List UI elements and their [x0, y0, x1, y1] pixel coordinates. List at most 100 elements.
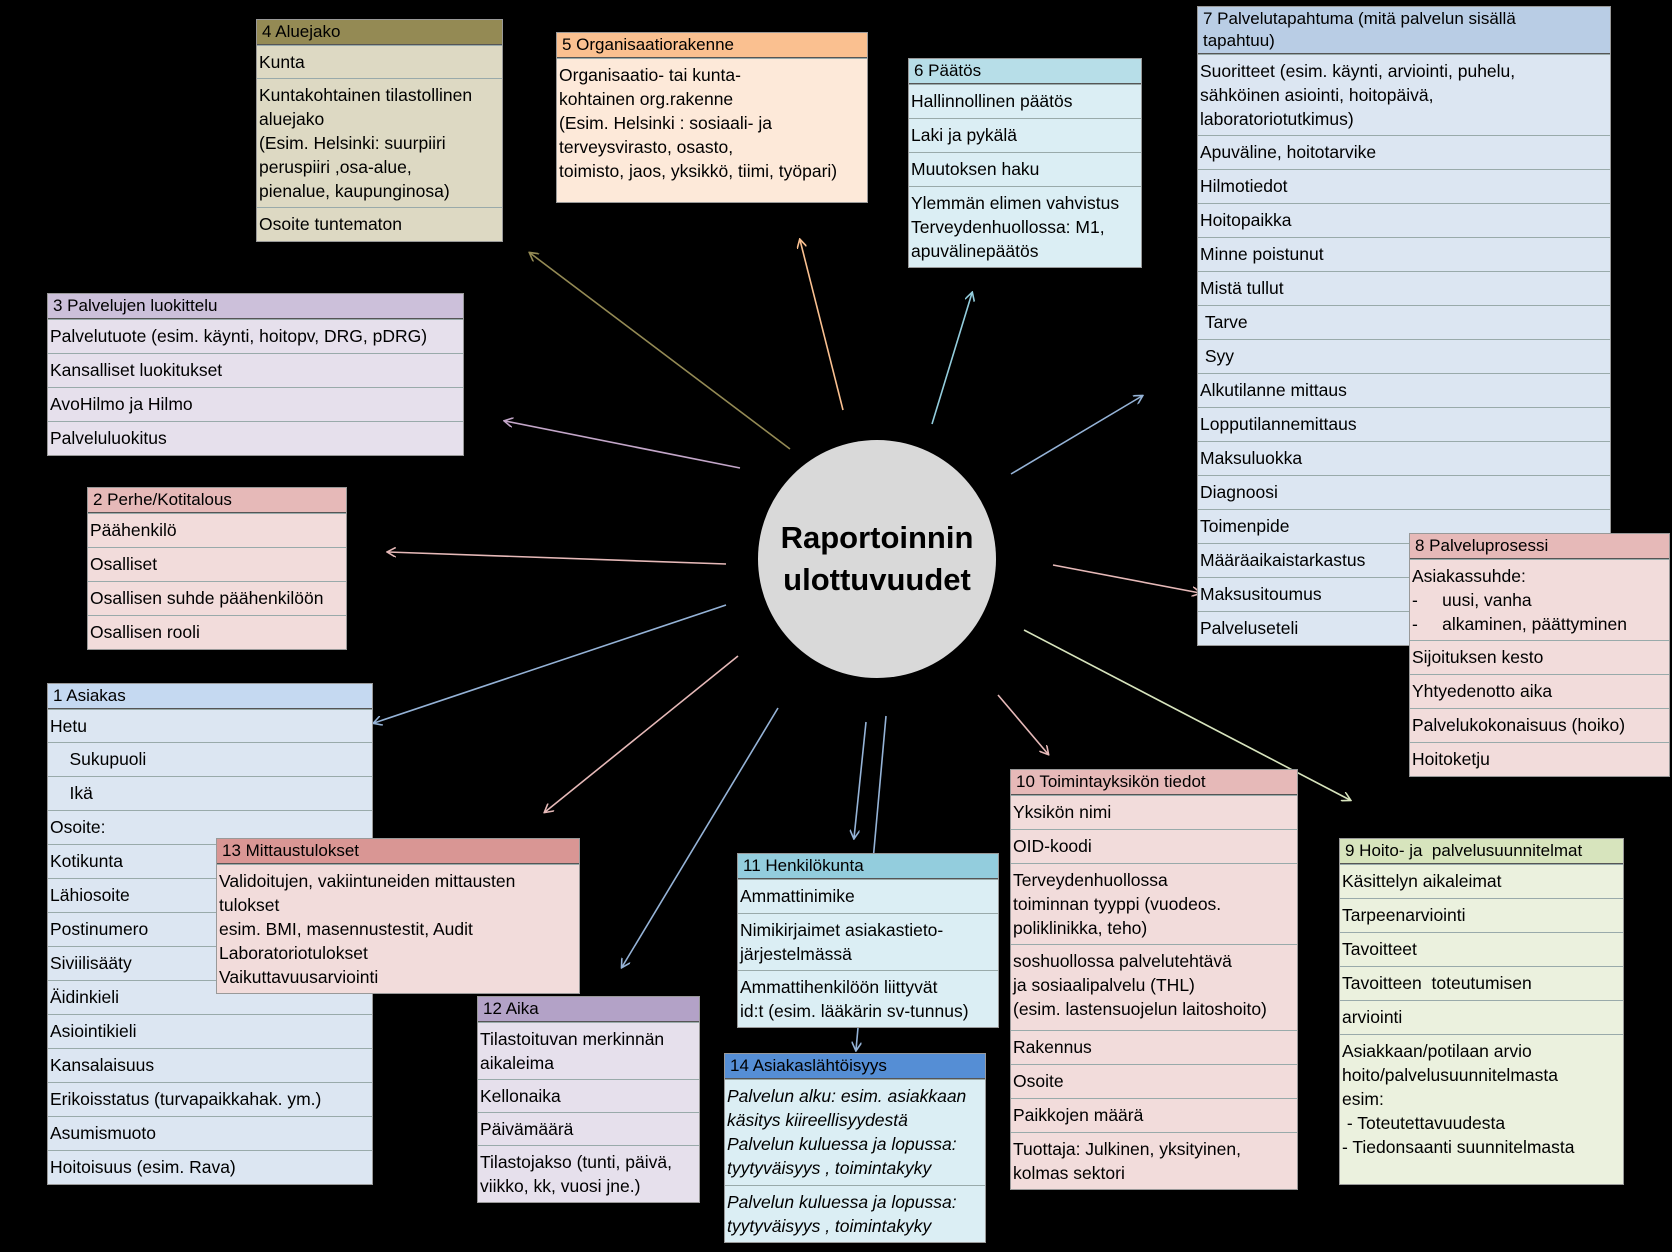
box-row: Asiakkaan/potilaan arvio hoito/palvelusu…: [1340, 1034, 1623, 1184]
box-row: Tavoitteen toteutumisen: [1340, 966, 1623, 1000]
box-row: Siviilisääty: [48, 946, 372, 980]
box-row: Lopputilannemittaus: [1198, 407, 1610, 441]
box-row: Suoritteet (esim. käynti, arviointi, puh…: [1198, 54, 1610, 135]
connector-arrow: [505, 421, 741, 469]
box-title: 2 Perhe/Kotitalous: [88, 488, 346, 513]
box-row: Hilmotiedot: [1198, 169, 1610, 203]
box-row: Kuntakohtainen tilastollinen aluejako (E…: [257, 78, 502, 207]
connector-arrow: [545, 655, 739, 812]
box-row: Kotikunta: [48, 844, 372, 878]
connector-arrow: [1052, 564, 1200, 593]
box-row: Palveluluokitus: [48, 421, 463, 455]
box-title: 10 Toimintayksikön tiedot: [1011, 770, 1297, 795]
box-row: Sukupuoli: [48, 742, 372, 776]
center-circle: Raportoinnin ulottuvuudet: [758, 440, 996, 678]
box-row: Hoitopaikka: [1198, 203, 1610, 237]
box-row: Osallisen suhde päähenkilöön: [88, 581, 346, 615]
box-row: Palvelukokonaisuus (hoiko): [1410, 708, 1669, 742]
connector-arrow: [388, 552, 727, 565]
box-row: Kellonaika: [478, 1079, 699, 1112]
box-row: Erikoisstatus (turvapaikkahak. ym.): [48, 1082, 372, 1116]
connector-arrow: [800, 240, 844, 411]
box-row: Tilastojakso (tunti, päivä, viikko, kk, …: [478, 1145, 699, 1202]
box-row: Syy: [1198, 339, 1610, 373]
box-title: 8 Palveluprosessi: [1410, 534, 1669, 559]
box-row: Hallinnollinen päätös: [909, 84, 1141, 118]
connector-arrow: [931, 293, 972, 425]
box-row: Äidinkieli: [48, 980, 372, 1014]
box-title: 9 Hoito- ja palvelusuunnitelmat: [1340, 839, 1623, 864]
box-row: Asiointikieli: [48, 1014, 372, 1048]
box-title: 3 Palvelujen luokittelu: [48, 294, 463, 319]
box-row: Tarve: [1198, 305, 1610, 339]
box-title: 13 Mittaustulokset: [217, 839, 579, 864]
box-title: 12 Aika: [478, 997, 699, 1022]
box-row: Ikä: [48, 776, 372, 810]
box-row: Diagnoosi: [1198, 475, 1610, 509]
box-row: Kunta: [257, 45, 502, 78]
box-row: Päähenkilö: [88, 513, 346, 547]
box-row: Ammattinimike: [738, 879, 998, 913]
box-title: 11 Henkilökunta: [738, 854, 998, 879]
box-row: Postinumero: [48, 912, 372, 946]
box-row: OID-koodi: [1011, 829, 1297, 863]
box-row: Hetu: [48, 709, 372, 742]
box-row: Käsittelyn aikaleimat: [1340, 864, 1623, 898]
box-row: Rakennus: [1011, 1030, 1297, 1064]
box-row: Asiakassuhde: - uusi, vanha - alkaminen,…: [1410, 559, 1669, 640]
box-row: soshuollossa palvelutehtävä ja sosiaalip…: [1011, 944, 1297, 1030]
box-row: Osoite tuntematon: [257, 207, 502, 241]
box-row: Osoite: [1011, 1064, 1297, 1098]
connector-arrow: [374, 604, 727, 723]
connector-arrow: [854, 721, 867, 838]
box-row: Osallisen rooli: [88, 615, 346, 649]
box-title: 4 Aluejako: [257, 20, 502, 45]
box-row: Apuväline, hoitotarvike: [1198, 135, 1610, 169]
connector-arrow: [1010, 396, 1142, 475]
box-row: Hoitoketju: [1410, 742, 1669, 776]
box-row: Päivämäärä: [478, 1112, 699, 1145]
box-row: Osalliset: [88, 547, 346, 581]
box-row: Palveluseteli: [1198, 611, 1610, 645]
box-row: Tavoitteet: [1340, 932, 1623, 966]
connector-arrow: [997, 694, 1048, 754]
box-row: Maksuluokka: [1198, 441, 1610, 475]
box-row: Tuottaja: Julkinen, yksityinen, kolmas s…: [1011, 1132, 1297, 1189]
box-row: Lähiosoite: [48, 878, 372, 912]
box-row: Alkutilanne mittaus: [1198, 373, 1610, 407]
box-row: Sijoituksen kesto: [1410, 640, 1669, 674]
box-row: Maksusitoumus: [1198, 577, 1610, 611]
box-row: Organisaatio- tai kunta- kohtainen org.r…: [557, 58, 867, 202]
box-row: Hoitoisuus (esim. Rava): [48, 1150, 372, 1184]
box-row: Validoitujen, vakiintuneiden mittausten …: [217, 864, 579, 993]
box-row: Mistä tullut: [1198, 271, 1610, 305]
box-row: Palvelutuote (esim. käynti, hoitopv, DRG…: [48, 319, 463, 353]
box-row: Kansalaisuus: [48, 1048, 372, 1082]
box-row: Määräaikaistarkastus: [1198, 543, 1610, 577]
box-row: Muutoksen haku: [909, 152, 1141, 186]
box-row: Osoite:: [48, 810, 372, 844]
box-row: Nimikirjaimet asiakastieto- järjestelmäs…: [738, 913, 998, 970]
box-row: Kansalliset luokitukset: [48, 353, 463, 387]
box-row: AvoHilmo ja Hilmo: [48, 387, 463, 421]
box-row: Ylemmän elimen vahvistus Terveydenhuollo…: [909, 186, 1141, 267]
box-title: 5 Organisaatiorakenne: [557, 33, 867, 58]
box-title: 7 Palvelutapahtuma (mitä palvelun sisäll…: [1198, 7, 1610, 54]
box-title: 6 Päätös: [909, 59, 1141, 84]
box-row: Yhtyedenotto aika: [1410, 674, 1669, 708]
box-row: Palvelun kuluessa ja lopussa: tyytyväisy…: [725, 1185, 985, 1242]
box-row: Tilastoituvan merkinnän aikaleima: [478, 1022, 699, 1079]
box-row: Ammattihenkilöön liittyvät id:t (esim. l…: [738, 970, 998, 1027]
connector-arrow: [622, 707, 779, 967]
